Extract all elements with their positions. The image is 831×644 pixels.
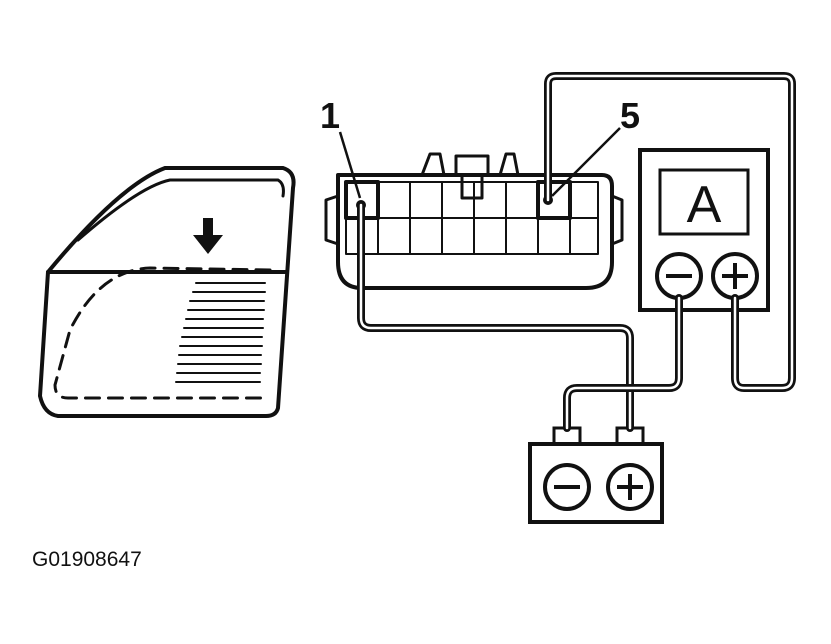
pin-5-cavity-highlight [536,180,572,220]
down-arrow-icon [193,218,223,254]
wire-pin5-to-ammeter-positive-outer [544,72,796,392]
wires [357,72,796,432]
ammeter-display [658,168,750,236]
connector-latch [420,152,520,176]
connector-side-tab-right [611,194,624,246]
connector-latch-fill [460,175,484,200]
window-glass-dashed [53,266,272,400]
window-shading [175,282,266,383]
plus-terminal-icon [711,252,759,300]
door-frame-outline [37,166,296,418]
connector-body [336,173,614,290]
pin-5-leader [551,127,621,197]
door-window [37,166,296,418]
ammeter: A [638,148,770,312]
battery-body [528,442,664,524]
wire-ammeter-negative-to-battery-negative-inner [565,296,681,430]
connector-side-tab-left [324,194,339,246]
pin-5-label: 5 [620,95,640,136]
figure-id: G01908647 [32,548,142,571]
door-frame-inner [76,178,285,242]
ammeter-symbol: A [687,176,722,234]
minus-terminal-icon [655,252,703,300]
wire-pin1-to-battery-positive-inner [359,203,632,430]
connector [324,152,624,290]
pin-1-leader [338,131,362,199]
wire-pin5-to-ammeter-positive-inner [546,74,794,390]
pin-1-label: 1 [320,95,340,136]
wire-pin1-to-battery-positive-outer [357,201,634,432]
plus-terminal-icon [606,463,654,511]
wire-ammeter-negative-to-battery-negative-outer [563,294,683,432]
ammeter-body [638,148,770,312]
minus-terminal-icon [543,463,591,511]
battery [528,426,664,524]
